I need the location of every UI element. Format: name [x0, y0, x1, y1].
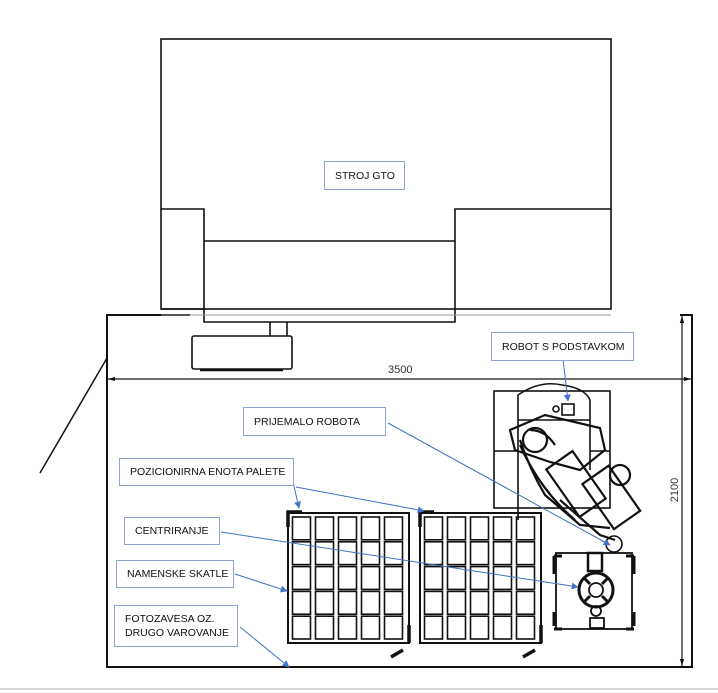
leader-boxes	[234, 573, 288, 593]
box-slot	[291, 540, 312, 566]
box-slot	[314, 540, 335, 566]
pallet-frame	[287, 512, 410, 644]
box-slot	[446, 516, 467, 541]
pallet	[286, 510, 411, 659]
label-robot: ROBOT S PODSTAVKOM	[491, 332, 634, 361]
leader-arrows	[220, 358, 611, 668]
box-slot	[515, 540, 536, 566]
box-slot	[360, 615, 381, 640]
box-slot	[314, 615, 335, 640]
box-slot	[446, 590, 467, 616]
box-slot	[492, 540, 513, 566]
centering-unit	[552, 551, 636, 631]
label-gripper: PRIJEMALO ROBOTA	[243, 407, 386, 436]
label-light-curtain: FOTOZAVESA OZ. DRUGO VAROVANJE	[114, 605, 238, 647]
label-pallet-positioner-text: POZICIONIRNA ENOTA PALETE	[130, 466, 286, 478]
box-slot	[492, 565, 513, 591]
box-slot	[314, 590, 335, 616]
label-gripper-text: PRIJEMALO ROBOTA	[254, 415, 360, 428]
box-slot	[291, 615, 312, 640]
positioner-bottom-latch	[522, 648, 536, 659]
label-boxes: NAMENSKE SKATLE	[116, 560, 234, 588]
box-slot	[423, 590, 444, 616]
label-light-curtain-line1: FOTOZAVESA OZ.	[125, 613, 215, 625]
box-slot	[337, 590, 358, 616]
label-machine-text: STROJ GTO	[335, 169, 395, 182]
control-unit	[191, 322, 293, 372]
box-slot	[469, 590, 490, 616]
dimension-width-label: 3500	[388, 364, 413, 376]
box-slot	[291, 565, 312, 591]
box-slot	[337, 615, 358, 640]
box-slot	[446, 565, 467, 591]
box-slot	[383, 590, 404, 616]
leader-robot	[562, 358, 571, 402]
positioner-top-left	[418, 510, 434, 527]
machine-gto	[160, 38, 612, 323]
cell-boundary	[106, 314, 693, 668]
leader-positioner-2	[295, 486, 425, 514]
label-centering-text: CENTRIRANJE	[135, 525, 209, 537]
label-pallet-positioner: POZICIONIRNA ENOTA PALETE	[119, 458, 294, 486]
box-slot	[469, 516, 490, 541]
box-slot	[314, 565, 335, 591]
box-slot	[383, 516, 404, 541]
pallet-frame	[419, 512, 542, 644]
door-line	[39, 357, 108, 474]
box-slot	[492, 590, 513, 616]
box-slot	[446, 615, 467, 640]
leader-light-curtain	[239, 626, 290, 668]
leader-centering	[220, 531, 579, 590]
pallets	[286, 510, 543, 659]
box-slot	[383, 540, 404, 566]
box-slot	[337, 540, 358, 566]
box-slot	[423, 540, 444, 566]
box-slot	[291, 590, 312, 616]
box-slot	[515, 590, 536, 616]
box-slot	[469, 540, 490, 566]
label-machine: STROJ GTO	[324, 161, 405, 190]
dimension-height-label: 2100	[669, 477, 682, 503]
box-slot	[492, 516, 513, 541]
box-slot	[515, 516, 536, 541]
box-slot	[469, 615, 490, 640]
box-slot	[360, 516, 381, 541]
leader-positioner-1	[292, 481, 301, 509]
box-slot	[291, 516, 312, 541]
label-centering: CENTRIRANJE	[124, 517, 220, 545]
box-slot	[492, 615, 513, 640]
box-slot	[515, 615, 536, 640]
page-bottom-rule	[0, 688, 718, 690]
leader-gripper	[387, 422, 611, 546]
box-slot	[423, 516, 444, 541]
box-slot	[446, 540, 467, 566]
box-slot	[423, 565, 444, 591]
box-slot	[469, 565, 490, 591]
box-slot	[383, 565, 404, 591]
positioner-top-left	[286, 510, 302, 527]
pallet	[418, 510, 543, 659]
label-boxes-text: NAMENSKE SKATLE	[127, 568, 229, 580]
box-slot	[360, 590, 381, 616]
box-slot	[383, 615, 404, 640]
box-slot	[423, 615, 444, 640]
label-light-curtain-line2: DRUGO VAROVANJE	[125, 627, 230, 639]
box-slot	[360, 565, 381, 591]
box-slot	[337, 565, 358, 591]
label-robot-text: ROBOT S PODSTAVKOM	[502, 340, 625, 353]
box-slot	[337, 516, 358, 541]
box-slot	[314, 516, 335, 541]
robot	[493, 382, 642, 553]
positioner-bottom-latch	[390, 648, 404, 659]
box-slot	[360, 540, 381, 566]
